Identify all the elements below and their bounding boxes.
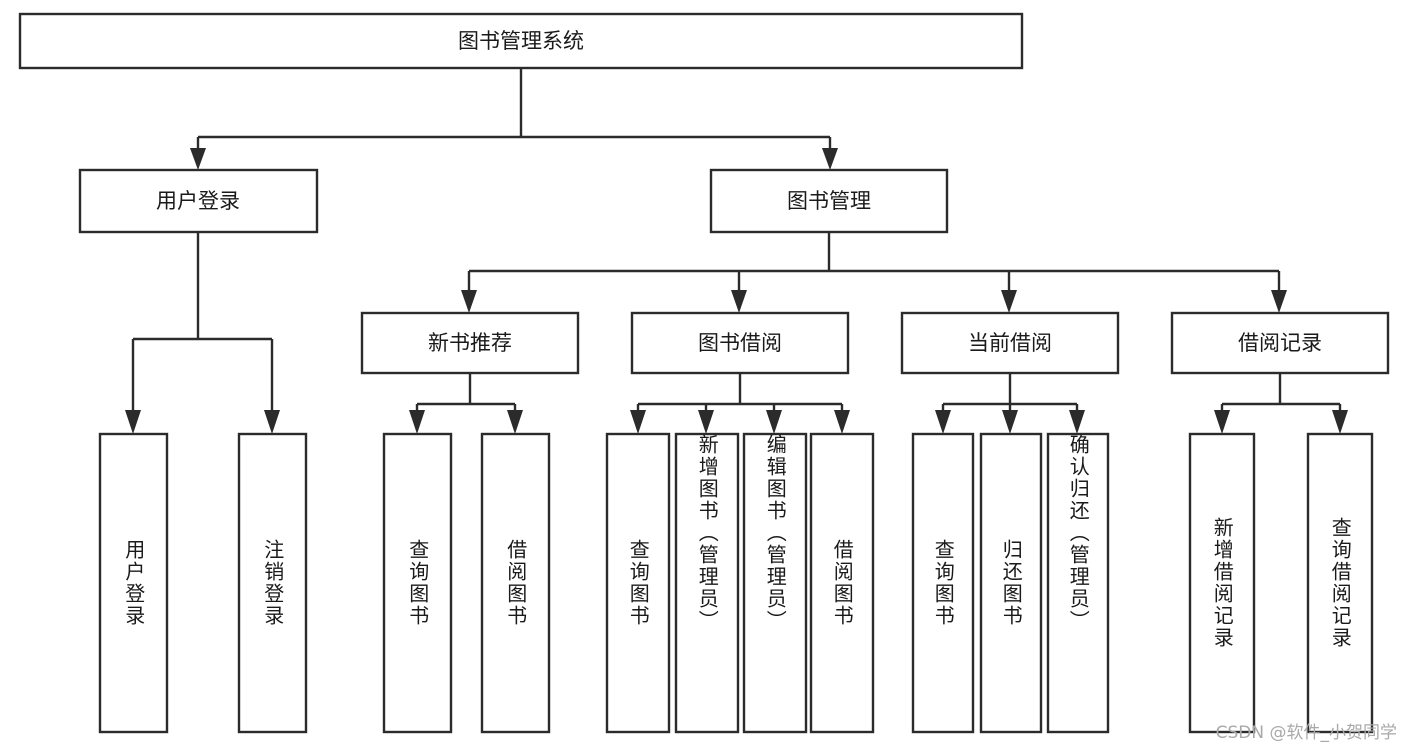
arrow-head-icon [1069,410,1085,434]
connector-book-manage-to-level3 [461,232,1287,313]
arrow-head-icon [409,410,425,434]
connector-user-login-to-leaves [125,232,280,434]
arrow-head-icon [766,410,782,434]
leaf-box-query-book-3[interactable] [911,432,975,734]
node-user-login-box[interactable] [78,168,319,234]
leaf-box-user-login[interactable] [98,432,169,734]
leaf-box-add-record[interactable] [1188,432,1256,734]
node-current-borrow-label: 当前借阅 [968,331,1052,355]
node-current-borrow[interactable]: 当前借阅 [900,311,1120,375]
leaf-box-query-book-2[interactable] [605,432,671,734]
node-new-book-recommend[interactable]: 新书推荐 [360,311,580,375]
node-book-borrow-label: 图书借阅 [698,331,782,355]
arrow-head-icon [1001,290,1017,313]
arrow-head-icon [935,410,951,434]
arrow-head-icon [1271,290,1287,313]
arrow-head-icon [1002,410,1018,434]
leaf-box-add-book[interactable] [674,432,740,734]
connector-current-borrow-to-leaves [935,373,1085,434]
arrow-head-icon [507,410,523,434]
node-borrow-record[interactable]: 借阅记录 [1170,311,1390,375]
arrow-head-icon [190,148,206,170]
arrow-head-icon [834,410,850,434]
arrow-head-icon [698,410,714,434]
node-root-system-label: 图书管理系统 [458,29,584,53]
arrow-head-icon [731,290,747,313]
node-borrow-record-label: 借阅记录 [1238,331,1322,355]
leaf-box-logout-login[interactable] [237,432,308,734]
node-root-system-box[interactable] [18,12,1024,70]
leaf-box-confirm-return[interactable] [1046,432,1110,734]
leaf-box-edit-book[interactable] [742,432,808,734]
arrow-head-icon [125,410,141,434]
csdn-watermark: CSDN @软件_小贺同学 [1215,723,1397,743]
node-book-manage[interactable]: 图书管理 [709,168,949,234]
node-book-manage-label: 图书管理 [787,189,871,213]
connector-borrow-record-to-leaves [1214,373,1348,434]
arrow-head-icon [461,290,477,313]
node-current-borrow-box[interactable] [900,311,1120,375]
leaf-box-query-record[interactable] [1306,432,1374,734]
node-user-login-label: 用户登录 [156,189,240,213]
node-user-login[interactable]: 用户登录 [78,168,319,234]
arrow-head-icon [264,410,280,434]
connector-book-borrow-to-leaves [630,373,850,434]
connector-new-book-recommend-to-leaves [409,373,523,434]
leaf-box-borrow-book-2[interactable] [809,432,875,734]
arrow-head-icon [822,148,838,170]
node-new-book-recommend-label: 新书推荐 [428,331,512,355]
arrow-head-icon [1332,410,1348,434]
node-book-borrow[interactable]: 图书借阅 [630,311,850,375]
arrow-head-icon [630,410,646,434]
arrow-head-icon [1214,410,1230,434]
node-root-system[interactable]: 图书管理系统 [18,12,1024,70]
connector-root-to-level2 [190,68,838,170]
leaf-box-return-book[interactable] [979,432,1043,734]
node-new-book-recommend-box[interactable] [360,311,580,375]
leaf-box-query-book-1[interactable] [382,432,453,734]
leaf-box-borrow-book-1[interactable] [480,432,551,734]
